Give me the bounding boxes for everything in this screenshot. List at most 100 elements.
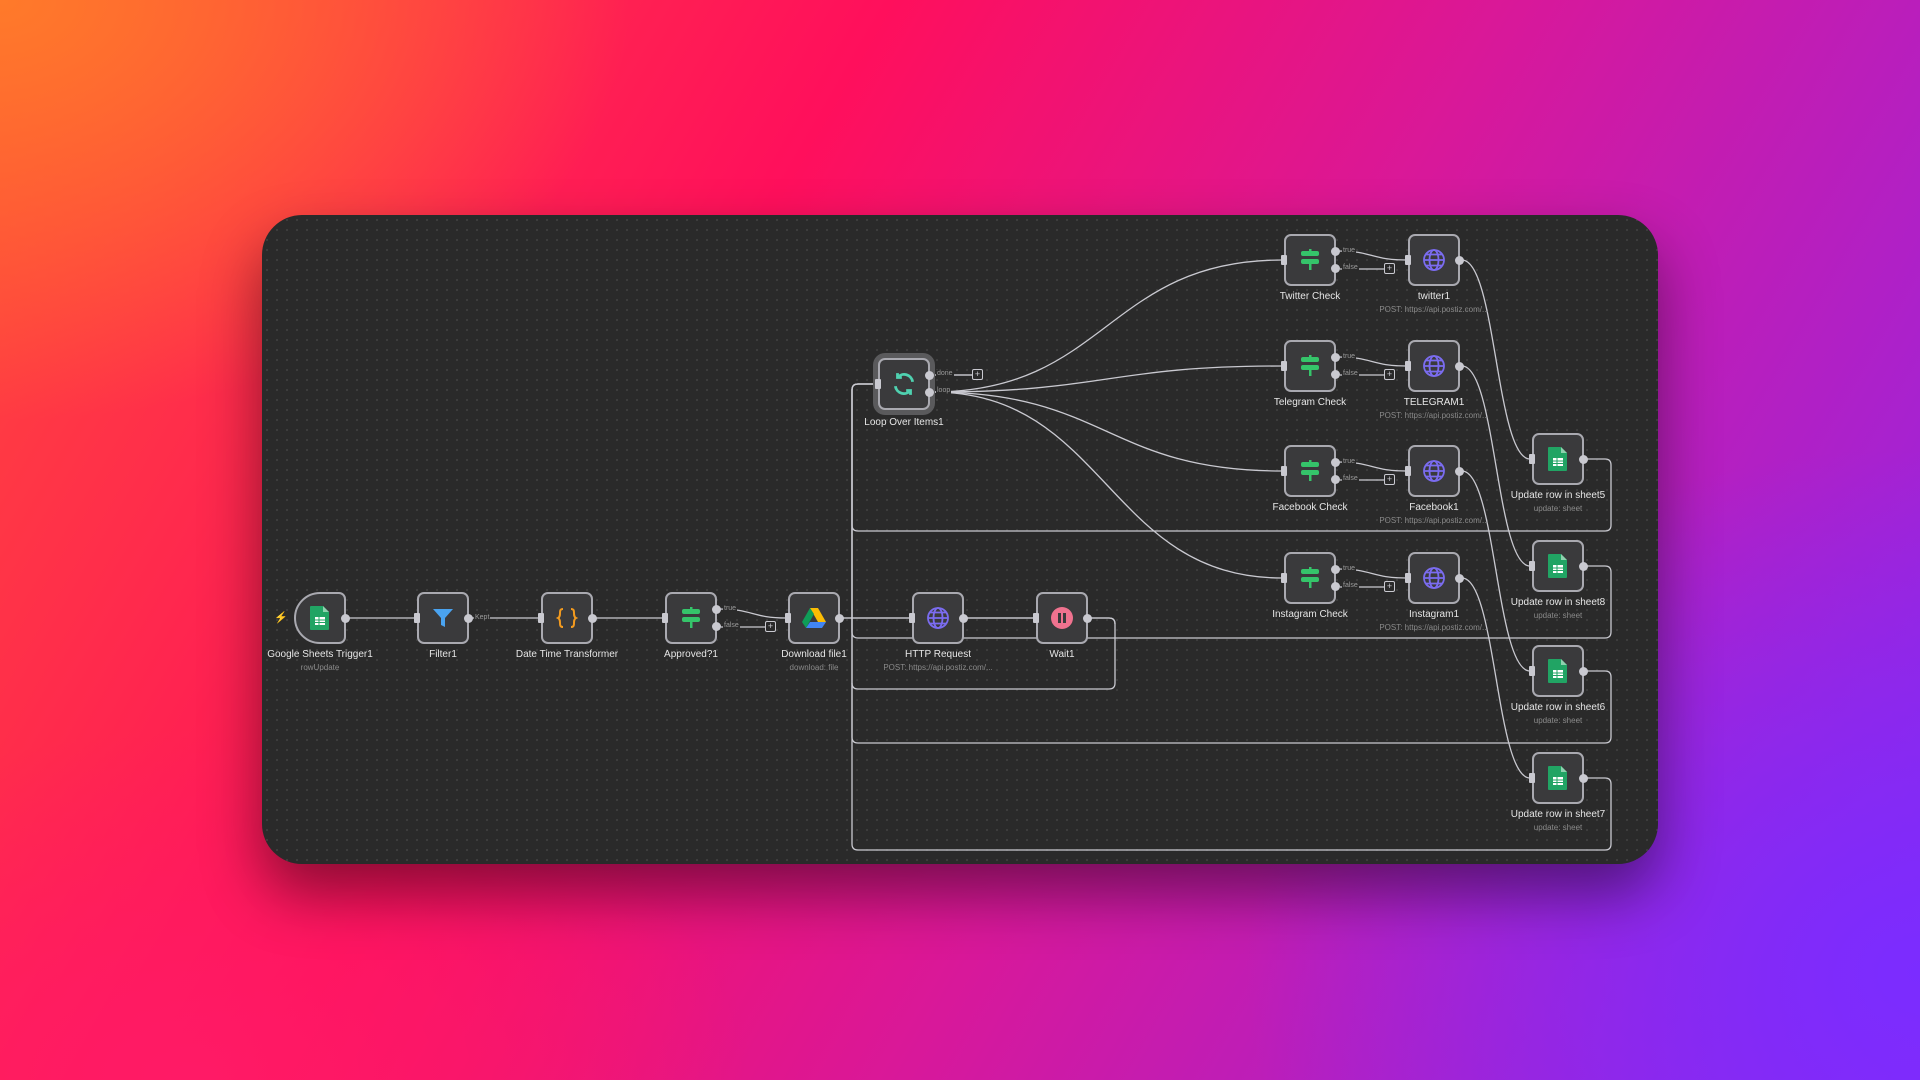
output-port[interactable]	[1455, 361, 1464, 371]
output-port[interactable]	[1579, 454, 1588, 464]
node-subtitle: update: sheet	[1533, 611, 1583, 620]
node-update-row-in-sheet8[interactable]	[1529, 540, 1588, 592]
port-label-false: false	[1342, 475, 1359, 482]
input-port[interactable]	[1405, 255, 1411, 265]
node-label: Instagram1	[1408, 609, 1460, 620]
output-port-false[interactable]	[1331, 370, 1340, 379]
output-port[interactable]	[1331, 247, 1340, 256]
node-date-time-transformer[interactable]	[538, 592, 597, 644]
output-port-false[interactable]	[712, 622, 721, 631]
port-label-false: false	[723, 622, 740, 629]
add-node-button[interactable]: +	[1384, 263, 1395, 274]
output-port[interactable]	[835, 613, 844, 623]
output-port[interactable]	[712, 605, 721, 614]
globe-icon	[1422, 566, 1446, 590]
node-label: Date Time Transformer	[515, 649, 619, 660]
output-port[interactable]	[925, 371, 934, 380]
input-port[interactable]	[1281, 466, 1287, 476]
node-subtitle: rowUpdate	[300, 663, 340, 672]
node-approved-1[interactable]	[662, 592, 721, 644]
output-port-false[interactable]	[1331, 475, 1340, 484]
node-subtitle: POST: https://api.postiz.com/...	[1379, 411, 1489, 420]
input-port[interactable]	[1405, 466, 1411, 476]
input-port[interactable]	[1281, 573, 1287, 583]
input-port[interactable]	[1281, 255, 1287, 265]
node-loop-over-items1[interactable]	[875, 358, 934, 410]
output-port[interactable]	[341, 613, 350, 623]
input-port[interactable]	[909, 613, 915, 623]
input-port[interactable]	[1405, 361, 1411, 371]
output-port[interactable]	[464, 613, 473, 623]
google-drive-icon	[802, 607, 826, 629]
node-subtitle: POST: https://api.postiz.com/...	[1379, 623, 1489, 632]
node-subtitle: update: sheet	[1533, 716, 1583, 725]
node-instagram1[interactable]	[1405, 552, 1464, 604]
output-port[interactable]	[1455, 573, 1464, 583]
node-facebook-check[interactable]	[1281, 445, 1340, 497]
add-node-button[interactable]: +	[1384, 474, 1395, 485]
input-port[interactable]	[1529, 666, 1535, 676]
node-update-row-in-sheet5[interactable]	[1529, 433, 1588, 485]
node-download-file1[interactable]	[785, 592, 844, 644]
input-port[interactable]	[1405, 573, 1411, 583]
node-label: Twitter Check	[1279, 291, 1341, 302]
add-node-button[interactable]: +	[1384, 581, 1395, 592]
pause-icon	[1050, 606, 1074, 630]
node-telegram-check[interactable]	[1281, 340, 1340, 392]
output-port[interactable]	[1083, 613, 1092, 623]
node-wait1[interactable]	[1033, 592, 1092, 644]
input-port[interactable]	[1529, 454, 1535, 464]
node-google-sheets-trigger1[interactable]	[294, 592, 350, 644]
port-label-true: true	[1342, 353, 1357, 360]
node-facebook1[interactable]	[1405, 445, 1464, 497]
input-port[interactable]	[662, 613, 668, 623]
input-port[interactable]	[1033, 613, 1039, 623]
input-port[interactable]	[538, 613, 544, 623]
node-telegram1[interactable]	[1405, 340, 1464, 392]
node-label: Download file1	[781, 649, 847, 660]
node-update-row-in-sheet6[interactable]	[1529, 645, 1588, 697]
input-port[interactable]	[785, 613, 791, 623]
output-port[interactable]	[1331, 353, 1340, 362]
node-label: Update row in sheet8	[1510, 597, 1606, 608]
port-label-kept: Kept	[474, 614, 491, 621]
node-filter1[interactable]	[414, 592, 473, 644]
node-label: Facebook Check	[1272, 502, 1348, 513]
globe-icon	[926, 606, 950, 630]
input-port[interactable]	[1529, 561, 1535, 571]
output-port-false[interactable]	[1331, 582, 1340, 591]
sheets-icon	[309, 605, 331, 631]
output-port[interactable]	[588, 613, 597, 623]
node-label: Approved?1	[664, 649, 718, 660]
add-node-button[interactable]: +	[1384, 369, 1395, 380]
add-node-button[interactable]: +	[972, 369, 983, 380]
output-port[interactable]	[1331, 458, 1340, 467]
output-port-loop[interactable]	[925, 388, 934, 397]
input-port[interactable]	[875, 379, 881, 389]
add-node-button[interactable]: +	[765, 621, 776, 632]
node-twitter-check[interactable]	[1281, 234, 1340, 286]
braces-icon	[555, 606, 579, 630]
output-port-false[interactable]	[1331, 264, 1340, 273]
output-port[interactable]	[1455, 466, 1464, 476]
node-update-row-in-sheet7[interactable]	[1529, 752, 1588, 804]
node-subtitle: download: file	[789, 663, 839, 672]
output-port[interactable]	[959, 613, 968, 623]
port-label-true: true	[1342, 565, 1357, 572]
port-label-done: done	[936, 370, 954, 377]
input-port[interactable]	[1529, 773, 1535, 783]
output-port[interactable]	[1331, 565, 1340, 574]
node-twitter1[interactable]	[1405, 234, 1464, 286]
trigger-bolt-icon: ⚡	[274, 612, 288, 624]
input-port[interactable]	[414, 613, 420, 623]
output-port[interactable]	[1579, 561, 1588, 571]
port-label-true: true	[1342, 458, 1357, 465]
node-instagram-check[interactable]	[1281, 552, 1340, 604]
output-port[interactable]	[1579, 666, 1588, 676]
node-http-request[interactable]	[909, 592, 968, 644]
sheets-icon	[1547, 553, 1569, 579]
output-port[interactable]	[1579, 773, 1588, 783]
input-port[interactable]	[1281, 361, 1287, 371]
port-label-true: true	[1342, 247, 1357, 254]
output-port[interactable]	[1455, 255, 1464, 265]
